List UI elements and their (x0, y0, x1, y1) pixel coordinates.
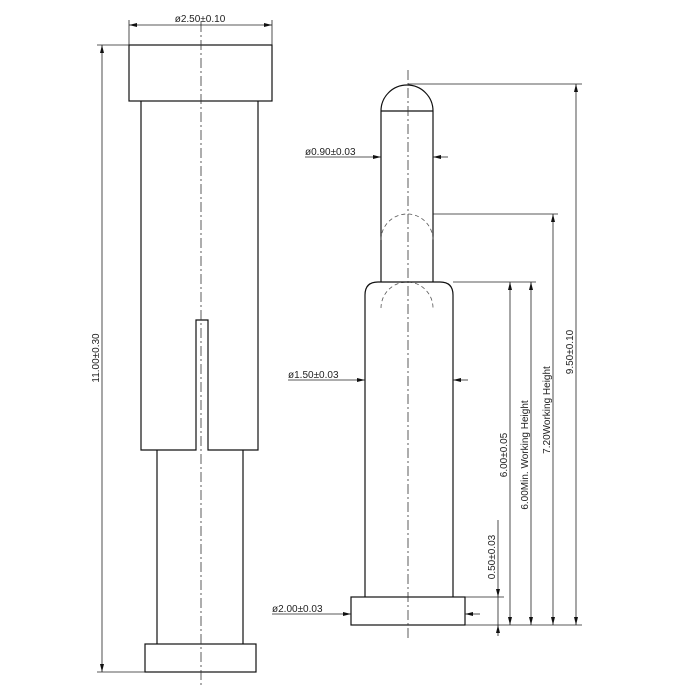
arrow-icon (433, 155, 441, 159)
arrow-icon (343, 612, 351, 616)
dim-tip-diameter: ø0.90±0.03 (305, 147, 356, 158)
arrow-icon (551, 617, 555, 625)
left-head (128, 44, 273, 102)
hidden-dome-lower (380, 281, 434, 309)
dim-total-length: 11.00±0.30 (91, 333, 102, 383)
arrow-icon (264, 23, 272, 27)
arrow-icon (100, 45, 104, 53)
arrow-icon (574, 84, 578, 92)
arrow-icon (100, 664, 104, 672)
arrow-icon (465, 612, 473, 616)
arrow-icon (373, 155, 381, 159)
arrow-icon (496, 625, 500, 633)
arrow-icon (357, 378, 365, 382)
barrel (364, 281, 454, 597)
plunger-tip (380, 84, 434, 282)
left-view: ø2.50±0.10 11.00±0.30 (91, 14, 273, 688)
dim-min-working-height: 6.00Min. Working Height (520, 400, 531, 510)
right-view: ø0.90±0.03 ø1.50±0.03 ø2.00±0.03 0.50±0.… (272, 70, 582, 640)
arrow-icon (508, 617, 512, 625)
left-body-slot (140, 101, 259, 451)
dim-stroke: 6.00±0.05 (499, 432, 510, 477)
dim-flange-thickness: 0.50±0.03 (487, 534, 498, 579)
arrow-icon (529, 282, 533, 290)
dim-flange-diameter: ø2.00±0.03 (272, 604, 323, 615)
dim-barrel-diameter: ø1.50±0.03 (288, 370, 339, 381)
arrow-icon (453, 378, 461, 382)
arrow-icon (529, 617, 533, 625)
arrow-icon (574, 617, 578, 625)
arrow-icon (551, 214, 555, 222)
arrow-icon (496, 589, 500, 597)
arrow-icon (129, 23, 137, 27)
hidden-dome-upper (380, 213, 434, 241)
arrow-icon (508, 282, 512, 290)
dim-free-height: 9.50±0.10 (565, 329, 576, 374)
left-base (144, 643, 257, 673)
dim-top-diameter: ø2.50±0.10 (175, 14, 226, 25)
dim-working-height: 7.20Working Height (542, 366, 553, 454)
